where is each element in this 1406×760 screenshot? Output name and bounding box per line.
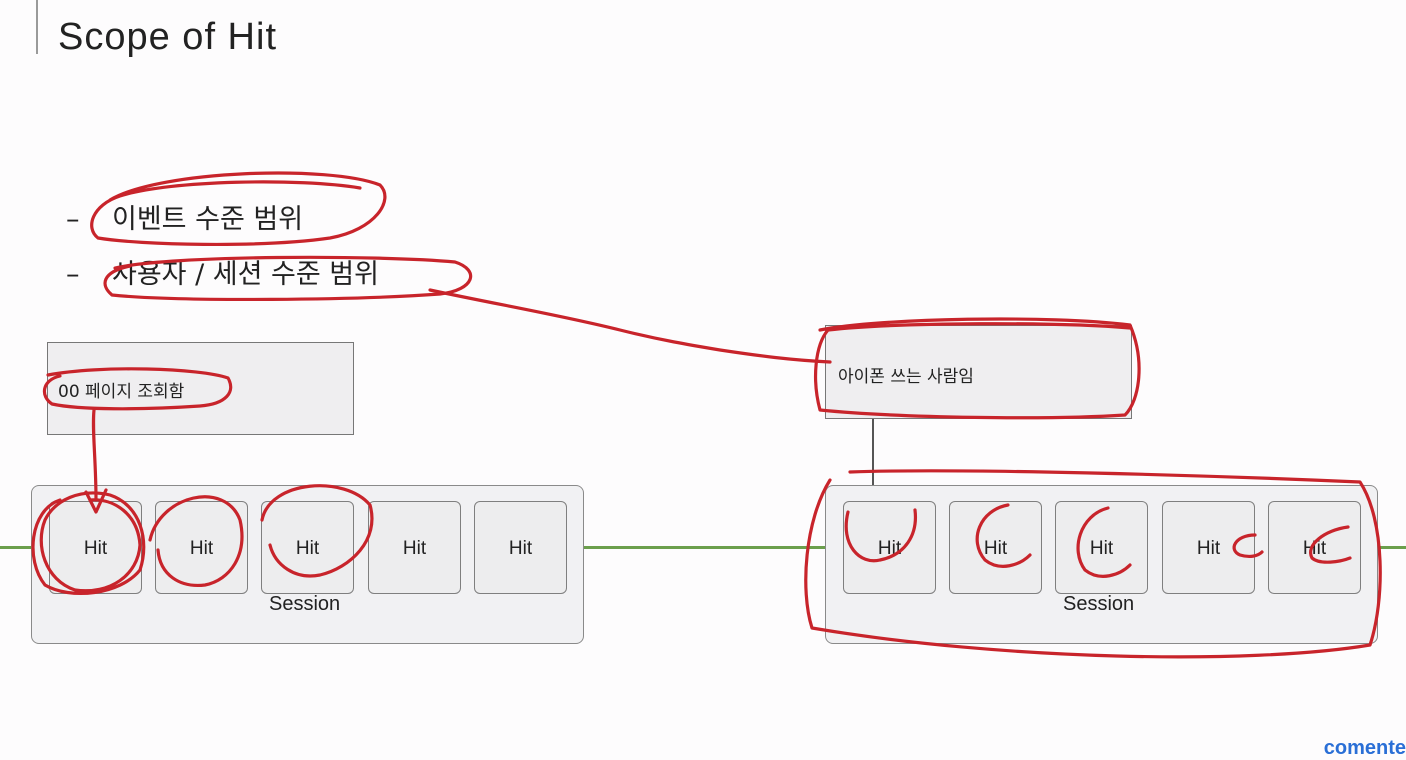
hit-label: Hit	[983, 538, 1008, 559]
bullet-list: – 이벤트 수준 범위 – 사용자 / 세션 수준 범위	[66, 200, 379, 310]
hit-label: Hit	[402, 538, 427, 559]
hit-box: Hit	[155, 501, 248, 594]
bullet-dash: –	[66, 259, 80, 290]
note-session-connector	[872, 419, 874, 485]
hit-label: Hit	[83, 538, 108, 559]
hit-box: Hit	[1055, 501, 1148, 594]
bullet-text: 이벤트 수준 범위	[112, 204, 304, 235]
hit-box: Hit	[1268, 501, 1361, 594]
title-accent-bar	[36, 0, 38, 54]
annotation-connector-curve	[428, 288, 832, 364]
session-label: Session	[1063, 593, 1135, 615]
hit-box: Hit	[1162, 501, 1255, 594]
bullet-text: 사용자 / 세션 수준 범위	[112, 259, 379, 290]
hit-label: Hit	[1089, 538, 1114, 559]
right-note-box: 아이폰 쓰는 사람임	[825, 325, 1132, 419]
hit-label: Hit	[508, 538, 533, 559]
hit-label: Hit	[877, 538, 902, 559]
session-label: Session	[269, 593, 341, 615]
timeline-line	[0, 546, 1406, 549]
bullet-item-user-session-scope: – 사용자 / 세션 수준 범위	[66, 255, 379, 310]
hit-label: Hit	[189, 538, 214, 559]
hit-box: Hit	[843, 501, 936, 594]
left-note-box: 00 페이지 조회함	[47, 342, 354, 435]
hit-box: Hit	[49, 501, 142, 594]
left-session-container: Hit Hit Hit Hit Hit Session	[31, 485, 584, 644]
hit-box: Hit	[368, 501, 461, 594]
right-session-container: Hit Hit Hit Hit Hit Session	[825, 485, 1378, 644]
left-note-text: 00 페이지 조회함	[58, 382, 185, 402]
hit-label: Hit	[1302, 538, 1327, 559]
hit-box: Hit	[474, 501, 567, 594]
bullet-dash: –	[66, 204, 80, 235]
hit-box: Hit	[261, 501, 354, 594]
bullet-item-event-scope: – 이벤트 수준 범위	[66, 200, 379, 255]
hit-label: Hit	[1196, 538, 1221, 559]
hit-box: Hit	[949, 501, 1042, 594]
slide-title: Scope of Hit	[58, 16, 277, 58]
footer-brand-logo: comente	[1323, 737, 1406, 759]
hit-label: Hit	[295, 538, 320, 559]
right-note-text: 아이폰 쓰는 사람임	[838, 367, 974, 387]
